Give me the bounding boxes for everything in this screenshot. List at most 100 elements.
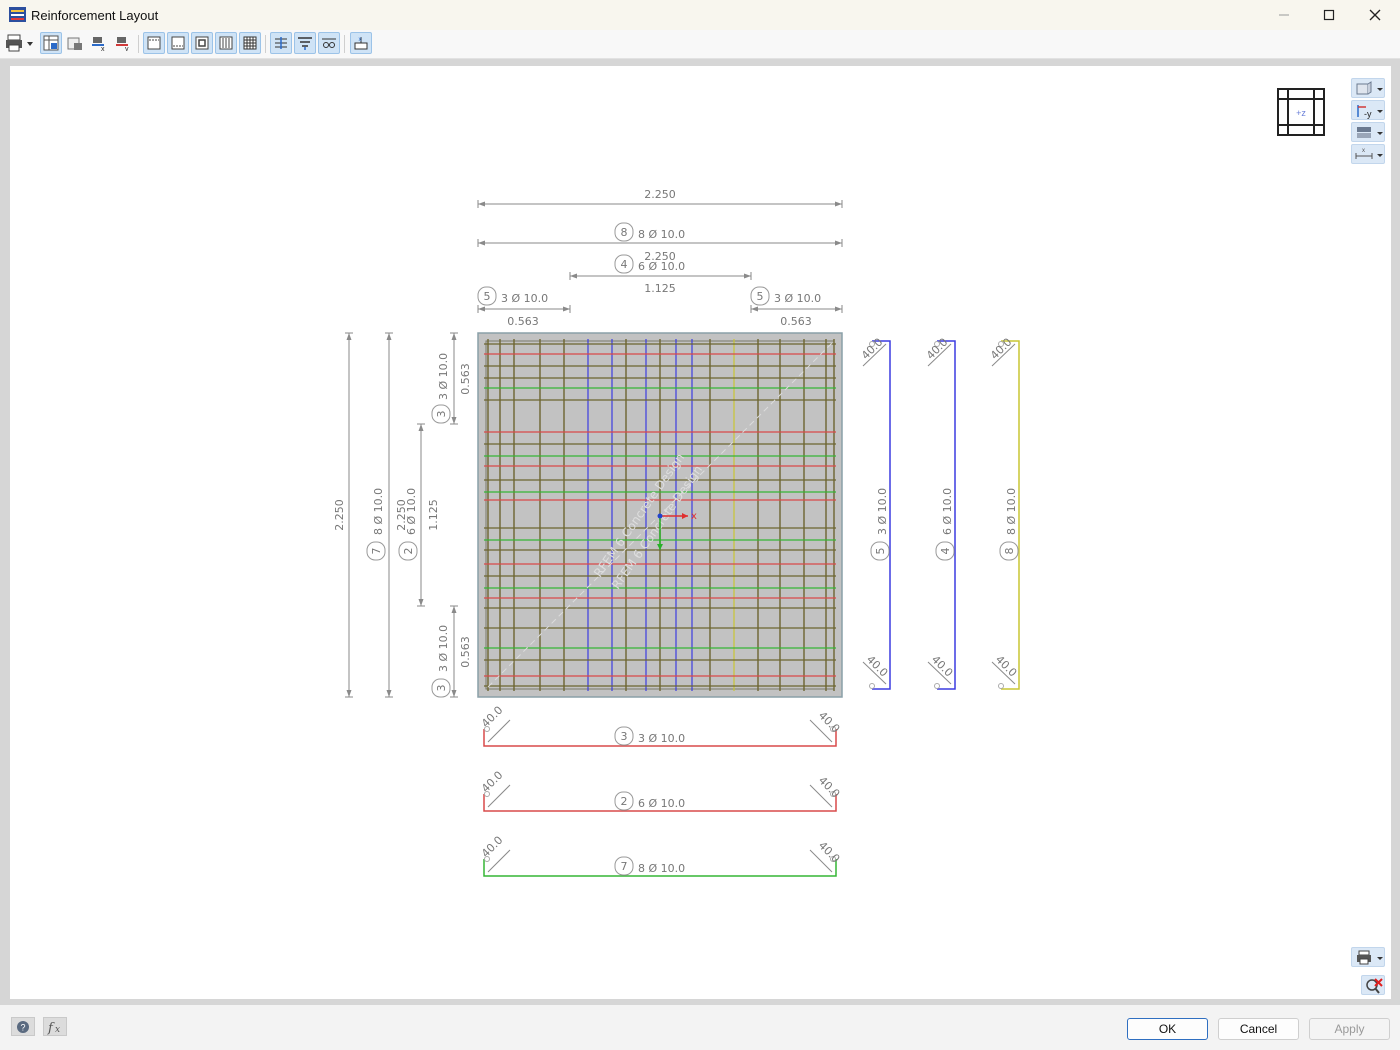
dimension-arrow xyxy=(451,606,457,613)
hook-label: 40.0 xyxy=(479,769,506,796)
bending-shape xyxy=(937,340,956,690)
shift-x-button[interactable]: x xyxy=(88,32,110,54)
reset-view-button[interactable] xyxy=(1361,975,1385,995)
hook-dim-line xyxy=(927,343,952,367)
print-dropdown-button[interactable] xyxy=(4,32,36,54)
hook-dim-line xyxy=(927,661,952,685)
shift-y-button[interactable]: y xyxy=(112,32,134,54)
hook-label: 40.0 xyxy=(816,774,843,801)
svg-text:-y: -y xyxy=(1364,109,1372,119)
bar-mark-number: 3 xyxy=(435,411,448,418)
hook-dim-line xyxy=(487,719,511,743)
bar-mark-bubble: 5 xyxy=(477,286,497,306)
hook-dim-line xyxy=(862,343,887,367)
bar-mark-bubble: 2 xyxy=(614,791,634,811)
bar-8-label: 8 Ø 10.0 xyxy=(638,228,685,241)
bar-mark-bubble: 7 xyxy=(366,541,386,561)
view-cube-icon[interactable]: +z xyxy=(1277,88,1325,136)
apply-button[interactable]: Apply xyxy=(1309,1018,1390,1040)
shift-y-icon: y xyxy=(116,37,129,51)
window-title: Reinforcement Layout xyxy=(31,8,159,23)
bending-shape xyxy=(483,729,837,747)
dimension-half: 1.125 xyxy=(427,499,440,531)
mesh-button[interactable] xyxy=(239,32,261,54)
dimension-quarter: 0.563 xyxy=(780,315,812,328)
hook-point xyxy=(998,341,1004,347)
bar-mark-bubble: 4 xyxy=(935,541,955,561)
dimension-arrow xyxy=(835,240,842,246)
print-graphic-dropdown[interactable] xyxy=(1351,947,1385,967)
svg-text:x: x xyxy=(101,46,105,51)
layout-view-button[interactable] xyxy=(40,32,62,54)
close-icon xyxy=(1369,9,1381,21)
toolbar-separator xyxy=(138,35,139,53)
section-cut-button[interactable]: x xyxy=(350,32,372,54)
section-view-button[interactable] xyxy=(64,32,86,54)
mesh-icon xyxy=(243,36,257,50)
stirrup-icon xyxy=(195,36,209,50)
minimize-icon xyxy=(1279,14,1289,16)
dimension-mid: 2.250 xyxy=(395,499,408,531)
bar-mark-frame xyxy=(477,286,497,306)
app-icon xyxy=(9,7,26,22)
maximize-button[interactable] xyxy=(1306,0,1352,30)
dimension-arrow xyxy=(751,306,758,312)
top-rebar-button[interactable] xyxy=(143,32,165,54)
center-align-icon xyxy=(298,37,312,50)
vertical-rebar-button[interactable] xyxy=(215,32,237,54)
bar-mark-bubble: 8 xyxy=(614,222,634,242)
hook-label: 40.0 xyxy=(816,709,843,736)
hook-point xyxy=(484,791,490,797)
shape-label: 3 Ø 10.0 xyxy=(876,488,889,535)
shape-label: 3 Ø 10.0 xyxy=(638,732,685,745)
printer-icon xyxy=(1357,950,1383,965)
dimension-lines-button[interactable] xyxy=(270,32,292,54)
dimension-arrow xyxy=(418,599,424,606)
minimize-button[interactable] xyxy=(1261,0,1307,30)
hook-point xyxy=(998,683,1004,689)
bar-mark-frame xyxy=(614,254,634,274)
axis-x-arrow xyxy=(682,513,688,519)
hook-label: 40.0 xyxy=(816,839,843,866)
dimension-arrow xyxy=(478,306,485,312)
center-align-button[interactable] xyxy=(294,32,316,54)
bottom-rebar-button[interactable] xyxy=(167,32,189,54)
svg-text:?: ? xyxy=(20,1022,25,1032)
dimension-half: 1.125 xyxy=(644,282,676,295)
dimension-mid: 2.250 xyxy=(644,250,676,263)
top-rebar-icon xyxy=(147,36,161,50)
bar-mark-frame xyxy=(935,541,955,561)
cancel-button[interactable]: Cancel xyxy=(1218,1018,1299,1040)
help-button[interactable]: ? xyxy=(11,1017,35,1036)
display-dropdown[interactable] xyxy=(1351,122,1385,142)
stirrup-button[interactable] xyxy=(191,32,213,54)
maximize-icon xyxy=(1323,9,1335,21)
toolbar-separator xyxy=(344,35,345,53)
dimension-dropdown[interactable]: x xyxy=(1351,144,1385,164)
bar-4-label: 6 Ø 10.0 xyxy=(638,260,685,273)
hook-point xyxy=(830,856,836,862)
ok-button[interactable]: OK xyxy=(1127,1018,1208,1040)
bar-mark-number: 7 xyxy=(621,860,628,873)
toolbar-separator xyxy=(265,35,266,53)
hook-dim-line xyxy=(809,849,833,873)
hook-point xyxy=(934,341,940,347)
axis-dropdown[interactable]: -y xyxy=(1351,100,1385,120)
view-mode-dropdown[interactable] xyxy=(1351,78,1385,98)
bar-2-label: 6 Ø 10.0 xyxy=(405,488,418,535)
bar-mark-bubble: 3 xyxy=(614,726,634,746)
hook-dim-line xyxy=(809,784,833,808)
dimension-arrow xyxy=(346,690,352,697)
bar-mark-bubble: 5 xyxy=(870,541,890,561)
bar-mark-bubble: 7 xyxy=(614,856,634,876)
bar-mark-frame xyxy=(750,286,770,306)
bar-marks-button[interactable] xyxy=(318,32,340,54)
dimension-lines-icon xyxy=(275,37,287,49)
bar-mark-bubble: 3 xyxy=(431,678,451,698)
dimension-arrow xyxy=(418,424,424,431)
bar-mark-bubble: 8 xyxy=(999,541,1019,561)
close-button[interactable] xyxy=(1352,0,1398,30)
svg-text:x: x xyxy=(1362,148,1365,154)
